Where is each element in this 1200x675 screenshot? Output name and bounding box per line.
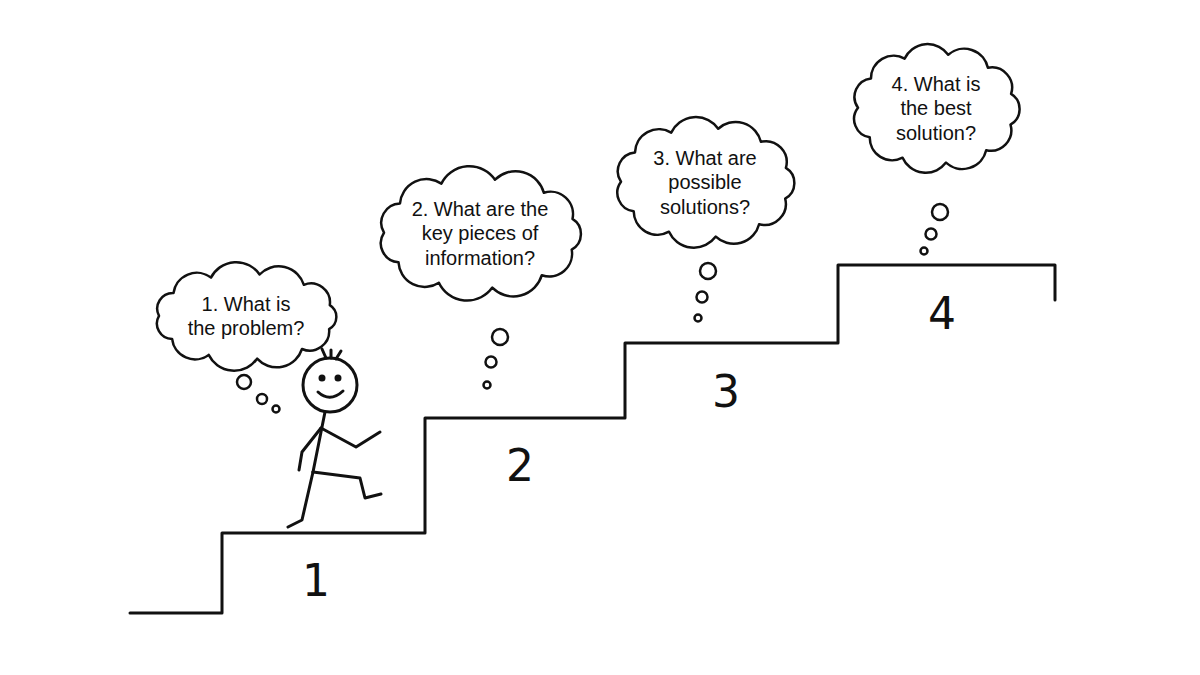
thought-cloud: 2. What are the key pieces of informatio… <box>376 171 584 296</box>
step-number: 1 <box>302 555 330 606</box>
cloud-outline <box>151 266 341 367</box>
cloud-path <box>157 262 336 371</box>
cloud-path <box>617 117 794 248</box>
thought-cloud: 4. What is the best solution? <box>850 46 1022 171</box>
cloud-text: 2. What are the key pieces of informatio… <box>410 197 550 270</box>
step-number: 3 <box>712 366 740 417</box>
question-text: 3. What are possible solutions? <box>647 146 763 219</box>
cloud-path <box>381 166 581 300</box>
cloud-path <box>854 44 1019 173</box>
stick-figure <box>288 349 381 527</box>
question-text: 2. What are the key pieces of informatio… <box>410 197 550 270</box>
thought-cloud: 1. What is the problem? <box>151 266 341 367</box>
thought-dots <box>237 204 948 413</box>
step-number: 4 <box>928 288 956 339</box>
cloud-text: 4. What is the best solution? <box>884 72 988 145</box>
question-text: 1. What is the problem? <box>185 292 307 341</box>
step-number: 2 <box>506 440 534 491</box>
question-text: 4. What is the best solution? <box>884 72 988 145</box>
cloud-text: 3. What are possible solutions? <box>647 146 763 219</box>
thought-cloud: 3. What are possible solutions? <box>613 120 797 245</box>
cloud-text: 1. What is the problem? <box>185 292 307 341</box>
